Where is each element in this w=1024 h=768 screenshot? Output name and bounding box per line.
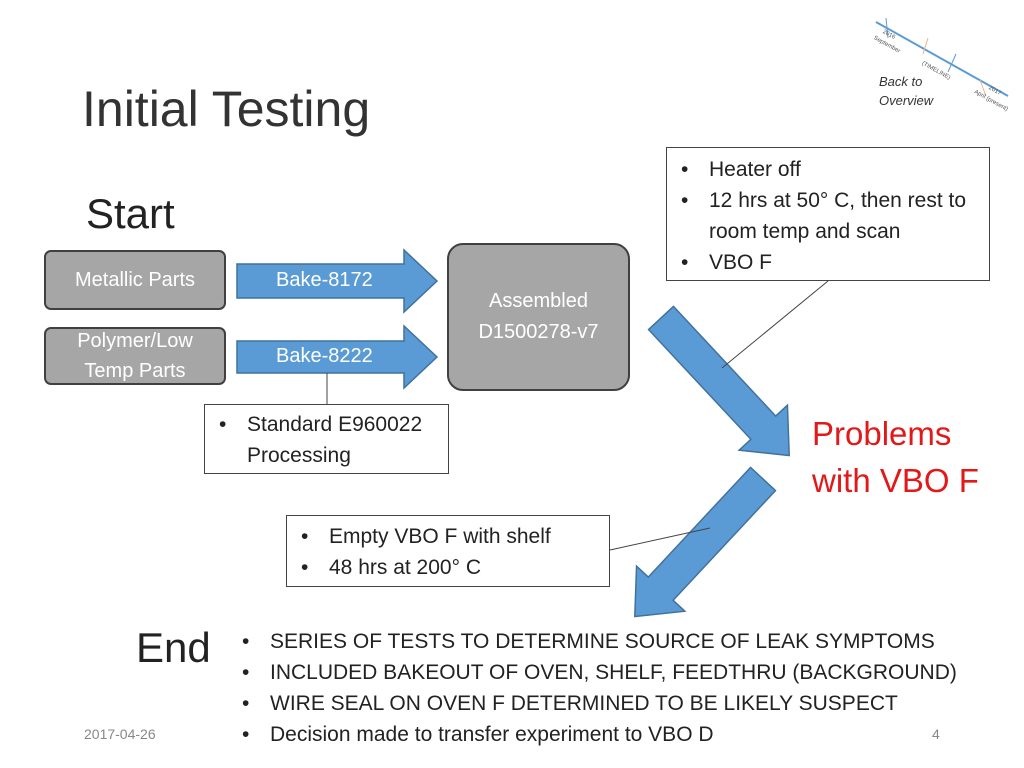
bake-8222-label: Bake-8222 xyxy=(276,345,373,367)
end-bullet: Decision made to transfer experiment to … xyxy=(228,719,957,750)
standard-processing-note: Standard E960022 Processing xyxy=(204,404,449,474)
slide-title: Initial Testing xyxy=(82,81,371,137)
note-item: 48 hrs at 200° C xyxy=(287,552,609,583)
bake-8172-label: Bake-8172 xyxy=(276,269,373,291)
assembled-label: Assembled D1500278-v7 xyxy=(478,290,599,343)
metallic-parts-box: Metallic Parts xyxy=(44,250,226,310)
end-bullet: WIRE SEAL ON OVEN F DETERMINED TO BE LIK… xyxy=(228,688,957,719)
footer-date: 2017-04-26 xyxy=(84,726,156,742)
back-to-overview-link[interactable]: Back to Overview xyxy=(879,74,934,108)
bake-8222-arrow xyxy=(236,324,439,390)
problems-label: Problems with VBO F xyxy=(812,415,979,499)
end-bullet-list: SERIES OF TESTS TO DETERMINE SOURCE OF L… xyxy=(228,626,957,750)
end-bullet: SERIES OF TESTS TO DETERMINE SOURCE OF L… xyxy=(228,626,957,657)
start-label: Start xyxy=(86,190,175,237)
timeline-thumbnail[interactable]: 2016 September (TIMELINE) 2017 April (pr… xyxy=(868,16,1018,116)
timeline-icon xyxy=(875,17,1009,97)
page-number: 4 xyxy=(932,726,940,742)
note-item: Heater off xyxy=(667,154,989,185)
bake-8172-arrow xyxy=(236,248,439,314)
empty-vbo-note: Empty VBO F with shelf 48 hrs at 200° C xyxy=(286,515,610,587)
end-label: End xyxy=(136,624,211,671)
assembled-box xyxy=(447,243,630,391)
note-item: VBO F xyxy=(667,247,989,278)
polymer-parts-box: Polymer/Low Temp Parts xyxy=(44,327,226,385)
connector-top-note xyxy=(721,280,829,369)
end-bullet: INCLUDED BAKEOUT OF OVEN, SHELF, FEEDTHR… xyxy=(228,657,957,688)
bake-8237-arrow xyxy=(634,466,777,618)
heater-off-note: Heater off 12 hrs at 50° C, then rest to… xyxy=(666,147,990,281)
connector-empty-note xyxy=(609,527,711,551)
note-item: 12 hrs at 50° C, then rest to room temp … xyxy=(667,185,989,247)
note-item: Standard E960022 Processing xyxy=(205,409,448,471)
bake-8223-arrow xyxy=(647,305,790,457)
note-item: Empty VBO F with shelf xyxy=(287,521,609,552)
